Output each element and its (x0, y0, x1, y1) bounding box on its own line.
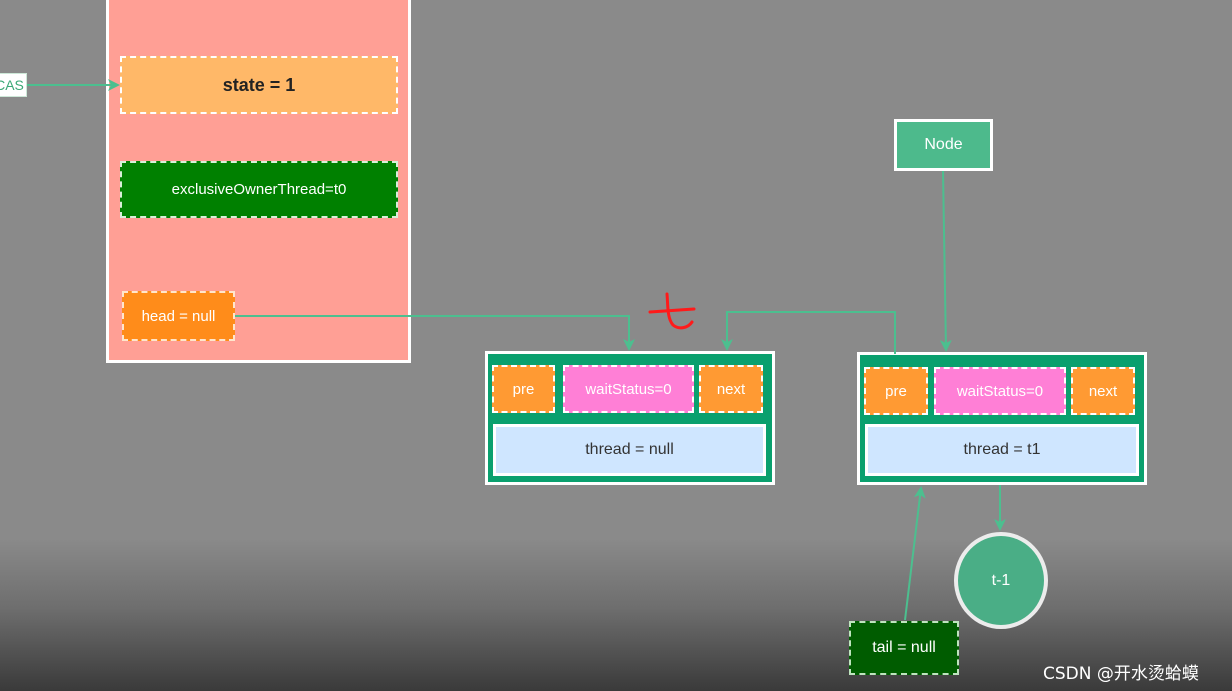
cas-label: CAS (0, 73, 27, 97)
node-label-to-node2-arrow (939, 170, 952, 352)
node-2-next: next (1071, 367, 1135, 415)
exclusive-owner-thread-field: exclusiveOwnerThread=t0 (120, 161, 398, 218)
node-label: Node (894, 119, 993, 171)
handwritten-annotation (648, 292, 696, 330)
node-1-pre: pre (492, 365, 555, 413)
node-1: pre waitStatus=0 next thread = null (485, 351, 775, 485)
node-1-next: next (699, 365, 763, 413)
node-2-thread: thread = t1 (865, 424, 1139, 476)
node-1-thread: thread = null (493, 424, 766, 476)
node2-pre-to-node1-arrow (721, 311, 896, 354)
tail-field: tail = null (849, 621, 959, 675)
node-1-wait-status: waitStatus=0 (563, 365, 694, 413)
thread-t1-circle: t-1 (954, 532, 1048, 629)
node-2-pre: pre (864, 367, 928, 415)
node-2-wait-status: waitStatus=0 (934, 367, 1066, 415)
tail-to-node2-arrow (904, 486, 926, 621)
node-2: pre waitStatus=0 next thread = t1 (857, 352, 1147, 485)
head-field: head = null (122, 291, 235, 341)
watermark: CSDN @开水烫蛤蟆 (1043, 664, 1199, 684)
state-field: state = 1 (120, 56, 398, 114)
